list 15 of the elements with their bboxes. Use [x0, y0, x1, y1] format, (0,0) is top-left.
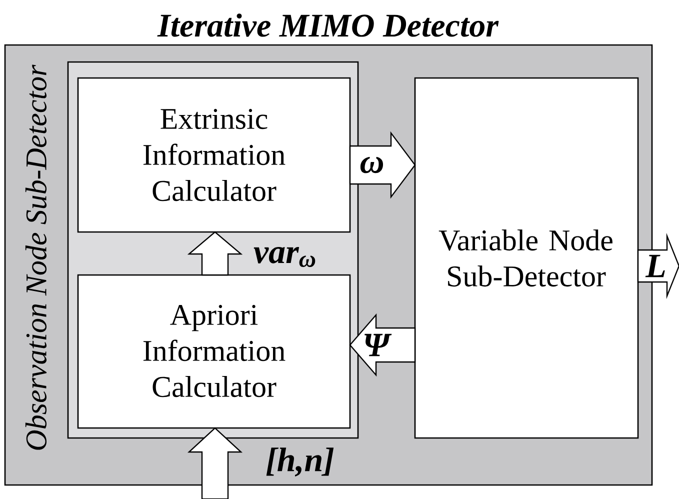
- node-label: Iterative MIMO Detector: [157, 14, 499, 37]
- edge-label: Ψ: [364, 334, 392, 356]
- block-arrow: [349, 131, 416, 199]
- process-box: Extrinsic Information Calculator: [77, 77, 351, 233]
- process-box: Apriori Information Calculator: [77, 274, 351, 429]
- edge-label: L: [645, 254, 665, 278]
- block-arrow: [349, 313, 416, 377]
- edge-label: [h,n]: [266, 448, 334, 476]
- block-arrow: [637, 232, 679, 300]
- process-box: Variable Node Sub-Detector: [414, 77, 639, 439]
- node-label: Observation Node Sub-Detector: [25, 64, 47, 450]
- block-arrow: [187, 231, 243, 276]
- edge-label: var$_{ω}$: [254, 247, 316, 267]
- block-arrow: [187, 427, 243, 499]
- edge-label: ω: [360, 156, 384, 174]
